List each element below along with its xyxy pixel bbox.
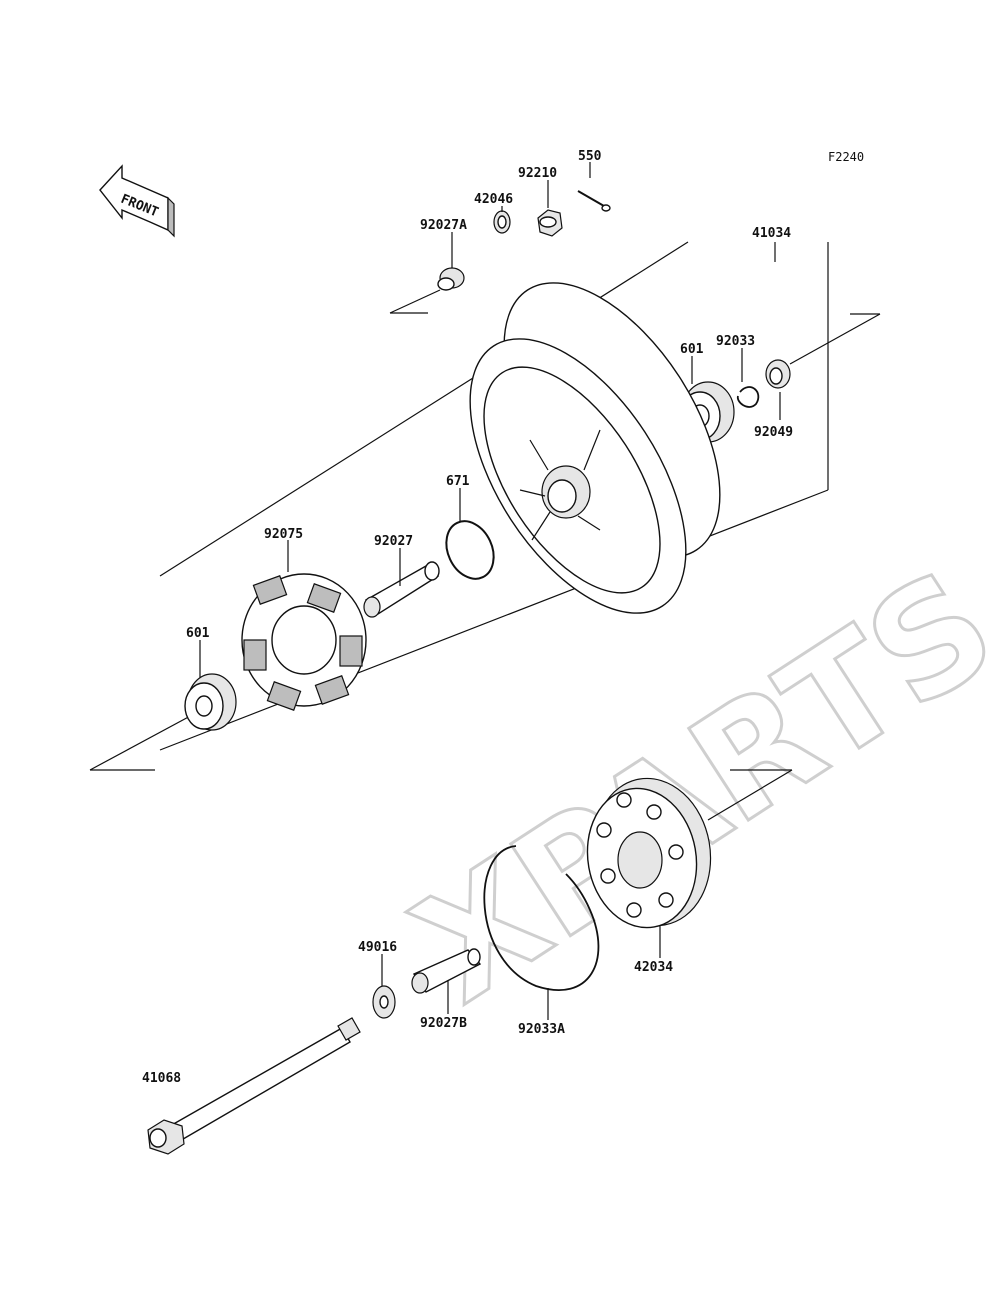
label-92033: 92033 <box>716 334 755 349</box>
leader-lines <box>199 162 781 1020</box>
part-92027-collar <box>363 561 440 618</box>
label-92210: 92210 <box>518 166 557 181</box>
part-550-cotter-pin <box>577 190 611 212</box>
label-92027a: 92027A <box>420 218 467 233</box>
part-41034-wheel <box>469 282 721 614</box>
label-41068: 41068 <box>142 1071 181 1086</box>
part-92075-damper <box>241 573 367 711</box>
figure-code: F2240 <box>828 150 864 164</box>
part-671-o-ring <box>445 520 495 580</box>
part-601-bearing-left <box>184 673 237 731</box>
part-92033a-snap-ring <box>483 845 600 992</box>
part-42034-sprocket-carrier <box>586 777 712 929</box>
label-601-top: 601 <box>680 342 704 357</box>
label-92027b: 92027B <box>420 1016 467 1031</box>
label-41034: 41034 <box>752 226 791 241</box>
part-92027a-collar <box>437 267 465 291</box>
part-42046-washer <box>493 210 511 234</box>
label-92075: 92075 <box>264 527 303 542</box>
label-92027: 92027 <box>374 534 413 549</box>
label-42046: 42046 <box>474 192 513 207</box>
label-49016: 49016 <box>358 940 397 955</box>
part-92049-seal <box>765 359 791 389</box>
part-92027b-collar <box>411 948 482 994</box>
part-49016-washer <box>372 985 396 1019</box>
part-92033-circlip <box>736 386 760 408</box>
label-671: 671 <box>446 474 470 489</box>
part-labels: 550 92210 42046 92027A 41034 601 92033 9… <box>142 149 793 1086</box>
label-550: 550 <box>578 149 602 164</box>
label-92033a: 92033A <box>518 1022 565 1037</box>
part-41068-axle <box>147 1017 361 1155</box>
label-42034: 42034 <box>634 960 673 975</box>
part-92210-nut <box>537 209 563 237</box>
label-601-left: 601 <box>186 626 210 641</box>
front-arrow-icon: FRONT <box>99 164 175 238</box>
label-92049: 92049 <box>754 425 793 440</box>
